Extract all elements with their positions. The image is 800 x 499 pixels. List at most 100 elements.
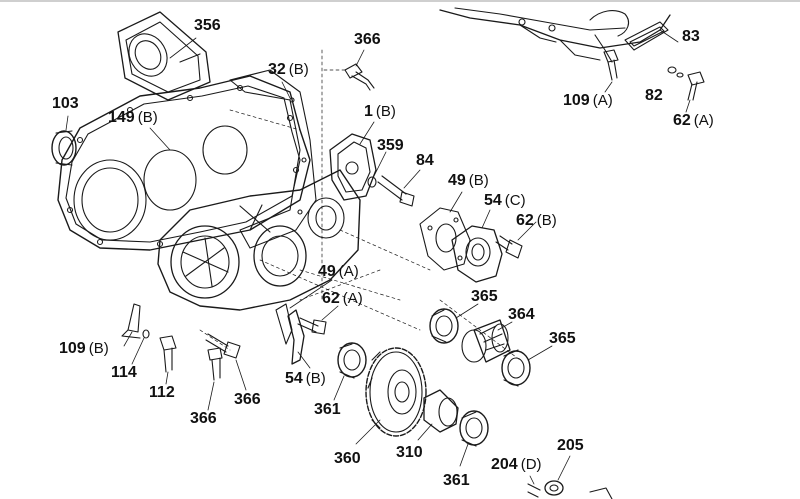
bolt-112 bbox=[159, 335, 177, 373]
bolt-84 bbox=[377, 175, 415, 207]
label-365-upper: 365 bbox=[471, 288, 498, 305]
leader-49-b bbox=[449, 191, 463, 213]
partial-part-bottom bbox=[589, 487, 613, 499]
washer-82 bbox=[667, 66, 684, 78]
leader-359 bbox=[373, 151, 387, 177]
cover-1-b bbox=[329, 133, 377, 201]
label-62-a-mid: 62(A) bbox=[322, 290, 363, 307]
bolt-62-a-top bbox=[687, 71, 705, 101]
assembly-lines bbox=[199, 49, 521, 361]
leader-62-b bbox=[517, 221, 537, 241]
bearing-361-lower bbox=[459, 410, 489, 447]
bearing-365-lower bbox=[501, 349, 531, 387]
bolt-62-a-mid bbox=[297, 317, 327, 335]
cover-54-c bbox=[451, 225, 503, 283]
label-114: 114 bbox=[111, 364, 137, 381]
label-356: 356 bbox=[194, 17, 221, 34]
leader-361-upper bbox=[333, 375, 345, 401]
label-109-a: 109(A) bbox=[563, 92, 613, 109]
label-365-lower: 365 bbox=[549, 330, 576, 347]
leader-205 bbox=[557, 455, 571, 481]
leader-310 bbox=[417, 423, 433, 441]
leader-112 bbox=[165, 371, 169, 385]
label-205: 205 bbox=[557, 437, 584, 454]
label-83: 83 bbox=[682, 28, 700, 45]
leader-365-upper bbox=[455, 303, 479, 319]
leader-62-a-top bbox=[685, 99, 691, 113]
leader-149-b bbox=[149, 127, 171, 151]
label-366-top: 366 bbox=[354, 31, 381, 48]
leader-54-c bbox=[481, 209, 491, 229]
cover-plate-356 bbox=[117, 11, 211, 101]
gasket-83 bbox=[624, 21, 669, 51]
leader-366-left bbox=[207, 381, 215, 411]
shaft-310 bbox=[423, 389, 459, 433]
label-364: 364 bbox=[508, 306, 535, 323]
leader-84 bbox=[403, 169, 421, 189]
label-49-a: 49(A) bbox=[318, 263, 359, 280]
label-54-c: 54(C) bbox=[484, 192, 526, 209]
gasket-32-b bbox=[229, 69, 317, 249]
bolt-366-right bbox=[205, 333, 241, 359]
leader-103 bbox=[65, 115, 69, 131]
bearing-361-upper bbox=[337, 342, 367, 379]
leader-356 bbox=[169, 37, 197, 59]
leader-49-a bbox=[289, 279, 333, 309]
label-103: 103 bbox=[52, 95, 79, 112]
leader-365-lower bbox=[527, 345, 553, 361]
leader-109-a bbox=[604, 81, 613, 93]
gear-360 bbox=[365, 347, 427, 437]
leader-366-right bbox=[235, 359, 247, 391]
bolt-109-a bbox=[603, 49, 619, 81]
bracket-109-b bbox=[121, 303, 141, 339]
cover-54-b bbox=[287, 309, 305, 365]
label-84: 84 bbox=[416, 152, 434, 169]
leader-62-a-mid bbox=[321, 305, 339, 321]
leader-361-lower bbox=[459, 443, 469, 467]
label-361-lower: 361 bbox=[443, 472, 470, 489]
washer-359 bbox=[367, 176, 377, 188]
gasket-49-b bbox=[419, 207, 471, 271]
label-149-b: 149(B) bbox=[108, 109, 158, 126]
bolt-366-top bbox=[344, 63, 375, 91]
gear-364 bbox=[461, 319, 511, 363]
leader-114 bbox=[131, 337, 145, 365]
main-gear-housing bbox=[157, 169, 361, 311]
leader-54-b bbox=[297, 351, 311, 369]
top-border bbox=[0, 0, 800, 2]
label-62-a-top: 62(A) bbox=[673, 112, 714, 129]
leader-83 bbox=[659, 29, 679, 43]
label-1-b: 1(B) bbox=[364, 103, 396, 120]
bolt-204-d bbox=[527, 483, 541, 498]
leader-364 bbox=[497, 321, 513, 331]
label-112: 112 bbox=[149, 384, 175, 401]
bolt-366-left bbox=[207, 347, 223, 381]
label-109-b: 109(B) bbox=[59, 340, 109, 357]
fitting-205 bbox=[544, 480, 564, 496]
label-82: 82 bbox=[645, 87, 663, 104]
label-54-b: 54(B) bbox=[285, 370, 326, 387]
washer-114 bbox=[142, 329, 150, 339]
label-360: 360 bbox=[334, 450, 361, 467]
leader-1-b bbox=[359, 121, 375, 145]
gear-case-149-b bbox=[57, 75, 311, 251]
label-361-upper: 361 bbox=[314, 401, 341, 418]
upper-right-housing bbox=[439, 7, 671, 63]
label-32-b: 32(B) bbox=[268, 61, 309, 78]
leader-204-d bbox=[529, 475, 535, 485]
label-49-b: 49(B) bbox=[448, 172, 489, 189]
bolt-62-b bbox=[495, 235, 523, 259]
label-366-left: 366 bbox=[190, 410, 217, 427]
leader-360 bbox=[355, 419, 381, 445]
label-359: 359 bbox=[377, 137, 404, 154]
leader-109-b bbox=[123, 331, 133, 347]
leader-32-b bbox=[281, 81, 291, 99]
oil-seal-103 bbox=[51, 130, 77, 166]
leader-366-top bbox=[355, 49, 365, 67]
label-204-d: 204(D) bbox=[491, 456, 542, 473]
label-62-b: 62(B) bbox=[516, 212, 557, 229]
label-366-right: 366 bbox=[234, 391, 261, 408]
label-310: 310 bbox=[396, 444, 423, 461]
bearing-365-upper bbox=[429, 308, 459, 344]
